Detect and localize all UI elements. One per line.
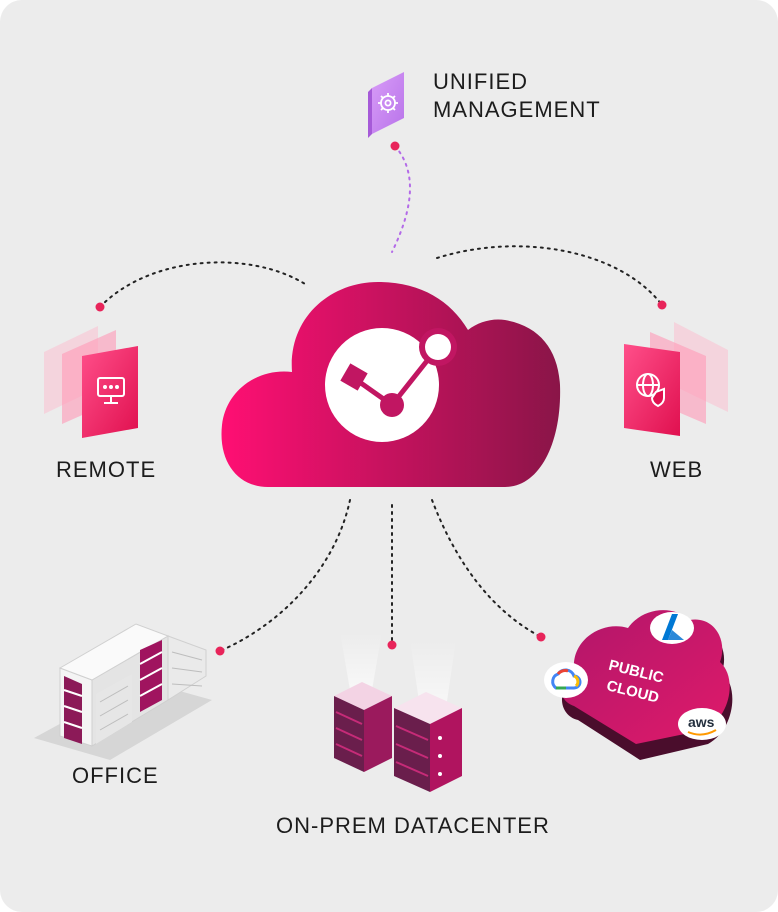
connector-management: [391, 145, 411, 253]
remote-label: REMOTE: [56, 457, 157, 482]
office-building[interactable]: [34, 623, 212, 760]
unified-management-label: UNIFIED MANAGEMENT: [433, 68, 601, 124]
aws-logo-icon: aws: [678, 708, 726, 740]
unified-management-label-line2: MANAGEMENT: [433, 97, 601, 122]
monitor-icon: [97, 377, 125, 404]
datacenter-label: ON-PREM DATACENTER: [276, 813, 550, 838]
remote-tile-stack[interactable]: [44, 326, 138, 438]
connector-dots: [95, 141, 667, 656]
azure-logo-icon: [650, 612, 694, 644]
globe-shield-icon: [636, 373, 665, 408]
management-tile[interactable]: [368, 72, 404, 138]
connector-office: [219, 499, 351, 652]
server-rack-left: [334, 682, 392, 772]
connector-web: [436, 245, 663, 306]
gear-icon: [378, 93, 398, 113]
connector-public-cloud: [431, 499, 542, 638]
web-tile-stack[interactable]: [624, 322, 728, 436]
connector-remote: [99, 261, 306, 308]
public-cloud[interactable]: PUBLIC CLOUD aws: [544, 610, 733, 760]
web-label: WEB: [650, 457, 704, 482]
central-cloud-hub[interactable]: [221, 282, 561, 487]
office-label: OFFICE: [72, 763, 159, 788]
aws-label: aws: [688, 714, 715, 730]
connectors: [99, 145, 663, 652]
datacenter-servers[interactable]: [334, 632, 462, 792]
network-nodes-icon: [340, 328, 457, 417]
server-rack-right: [394, 692, 462, 792]
google-cloud-logo-icon: [544, 662, 588, 698]
unified-management-label-line1: UNIFIED: [433, 69, 528, 94]
